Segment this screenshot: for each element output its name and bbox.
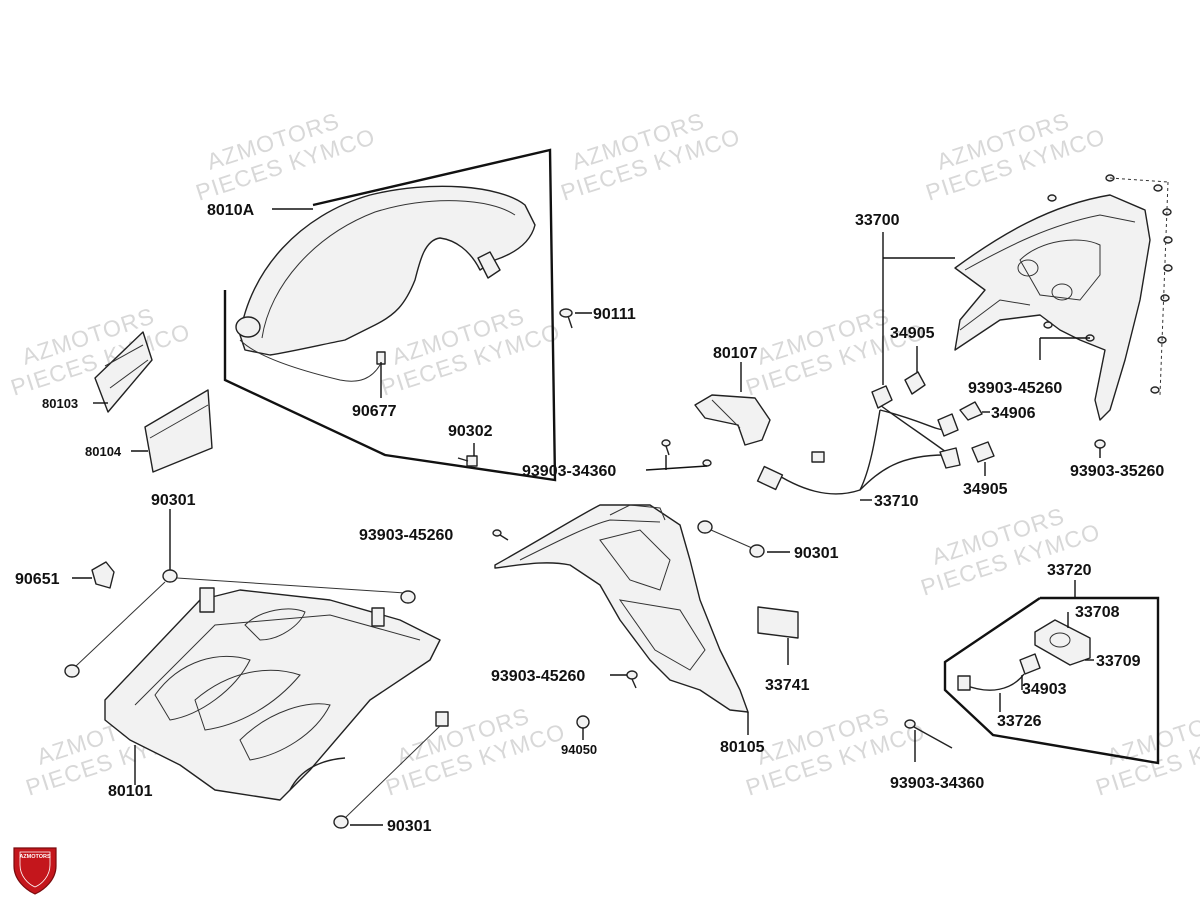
label-33726: 33726 — [997, 713, 1042, 730]
label-8010A: 8010A — [207, 202, 255, 219]
under-cover-80101: 80101 — [104, 587, 441, 801]
screw-93903-34360-center: 93903-34360 — [522, 439, 712, 480]
bolt-90302: 90302 — [448, 423, 493, 467]
part-80103: 80103 — [42, 331, 153, 413]
rear-fender-8010A: 8010A 90677 — [207, 148, 557, 482]
label-34903: 34903 — [1022, 681, 1067, 698]
label-93903-34360-bottom: 93903-34360 — [890, 775, 984, 792]
assembly-box — [223, 148, 557, 482]
shield-icon — [13, 847, 57, 895]
label-80107: 80107 — [713, 345, 758, 362]
watermark: AZMOTORS PIECES KYMCO — [8, 302, 194, 400]
label-80105: 80105 — [720, 739, 765, 756]
socket — [871, 385, 893, 409]
bulb-34906: 34906 — [959, 401, 1036, 422]
label-33720: 33720 — [1047, 562, 1092, 579]
label-33708: 33708 — [1075, 604, 1120, 621]
tail-light-housing — [954, 194, 1151, 421]
label-33710: 33710 — [874, 493, 919, 510]
logo-text: AZMOTORS — [19, 854, 51, 860]
tail-cover-80105: 80105 — [494, 504, 765, 756]
label-33741: 33741 — [765, 677, 810, 694]
license-light-33720: 33720 33708 33709 34903 33726 — [943, 562, 1160, 765]
label-90651: 90651 — [15, 571, 60, 588]
bracket-80107: 80107 — [694, 345, 771, 446]
wire-harness-33710: 33710 — [756, 385, 961, 510]
plate-33741: 33741 — [757, 606, 810, 694]
watermark: AZMOTORS PIECES KYMCO — [193, 107, 379, 205]
label-90677: 90677 — [352, 403, 397, 420]
screw-93903-34360-bottom: 93903-34360 — [890, 719, 984, 792]
watermark: AZMOTORS PIECES KYMCO — [558, 107, 744, 205]
clip-90651: 90651 — [15, 561, 115, 589]
label-80101: 80101 — [108, 783, 153, 800]
fender-shell — [239, 185, 536, 356]
watermark: AZMOTORS PIECES KYMCO — [383, 702, 569, 800]
screws-tail-light — [1043, 174, 1173, 396]
watermark: AZMOTORS PIECES KYMCO — [743, 302, 929, 400]
bulb-34903 — [1019, 653, 1041, 675]
bulb-34905-lower: 34905 — [963, 441, 1008, 498]
label-33700: 33700 — [855, 212, 900, 229]
screw-93903-35260: 93903-35260 — [1070, 439, 1164, 480]
label-90301-right: 90301 — [794, 545, 839, 562]
label-33709: 33709 — [1096, 653, 1141, 670]
screw-93903-45260-a: 93903-45260 — [359, 527, 509, 544]
socket — [937, 413, 959, 437]
nut-90301-bottom: 90301 — [333, 711, 449, 835]
tail-cover-body — [494, 504, 749, 713]
screw-90111: 90111 — [559, 306, 636, 329]
socket — [939, 447, 961, 469]
label-34905-lower: 34905 — [963, 481, 1008, 498]
screw-93903-45260-b: 93903-45260 — [491, 668, 638, 689]
label-90302: 90302 — [448, 423, 493, 440]
bulb-34905-top: 34905 — [890, 325, 935, 395]
nut-94050: 94050 — [561, 715, 597, 757]
nut-90301-right: 90301 — [697, 520, 839, 562]
label-93903-45260-c: 93903-45260 — [968, 380, 1062, 397]
label-90301-top: 90301 — [151, 492, 196, 509]
label-34905-top: 34905 — [890, 325, 935, 342]
label-93903-34360-center: 93903-34360 — [522, 463, 616, 480]
label-34906: 34906 — [991, 405, 1036, 422]
part-80104: 80104 — [85, 389, 213, 473]
tail-light-33700: 33700 — [855, 194, 1151, 421]
screw-93903-45260-c: 93903-45260 — [968, 337, 1090, 397]
label-94050: 94050 — [561, 742, 597, 757]
label-80104: 80104 — [85, 444, 122, 459]
label-93903-35260: 93903-35260 — [1070, 463, 1164, 480]
azmotors-logo: AZMOTORS — [13, 847, 57, 895]
label-93903-45260-a: 93903-45260 — [359, 527, 453, 544]
label-90111: 90111 — [593, 306, 636, 323]
label-90301-bottom: 90301 — [387, 818, 432, 835]
label-93903-45260-b: 93903-45260 — [491, 668, 585, 685]
nut-90301-group: 90301 — [64, 492, 416, 678]
watermark: AZMOTORS PIECES KYMCO — [923, 107, 1109, 205]
cover-body — [104, 589, 441, 801]
watermark: AZMOTORS PIECES KYMCO — [1093, 702, 1200, 800]
watermark: AZMOTORS PIECES KYMCO — [378, 302, 564, 400]
lamp-33708 — [1034, 619, 1091, 666]
label-80103: 80103 — [42, 396, 78, 411]
